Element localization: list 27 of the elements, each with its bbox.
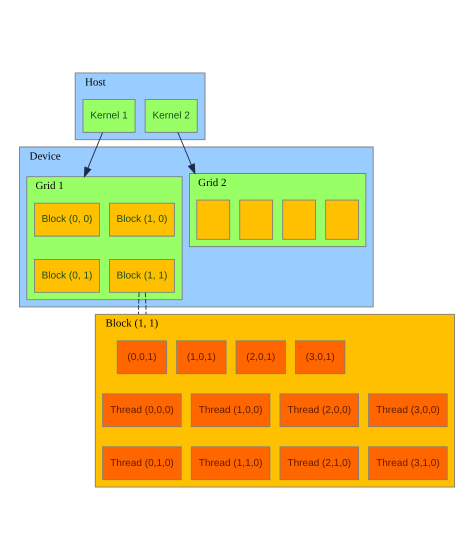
node-box: Block (0, 1) (34, 258, 100, 292)
node-box: Thread (1,0,0) (190, 392, 270, 427)
node-box (282, 199, 316, 240)
node-box: (1,0,1) (176, 340, 226, 374)
node-box: Thread (1,1,0) (190, 446, 270, 480)
cluster: Grid 2 (189, 172, 366, 247)
node-box: Kernel 2 (144, 98, 198, 132)
connector (144, 292, 146, 314)
node-box: Thread (0,0,0) (102, 392, 182, 427)
node-box: Thread (2,1,0) (280, 446, 360, 480)
node-box: Thread (0,1,0) (102, 446, 182, 480)
node-box: Block (0, 0) (34, 202, 100, 236)
node-box: (2,0,1) (236, 340, 286, 374)
node-box: Thread (2,0,0) (280, 392, 360, 427)
node-box (325, 199, 360, 240)
node-box: Kernel 1 (82, 98, 136, 132)
connector (138, 292, 140, 314)
node-box: Thread (3,0,0) (368, 392, 448, 427)
node-box: Thread (3,1,0) (368, 446, 448, 480)
arrow (177, 132, 196, 174)
node-box (196, 199, 230, 240)
node-box (239, 199, 274, 240)
arrow (84, 132, 103, 178)
node-box: (3,0,1) (295, 340, 346, 374)
node-box: (0,0,1) (116, 340, 168, 374)
node-box: Block (1, 1) (109, 258, 175, 292)
node-box: Block (1, 0) (109, 202, 175, 236)
